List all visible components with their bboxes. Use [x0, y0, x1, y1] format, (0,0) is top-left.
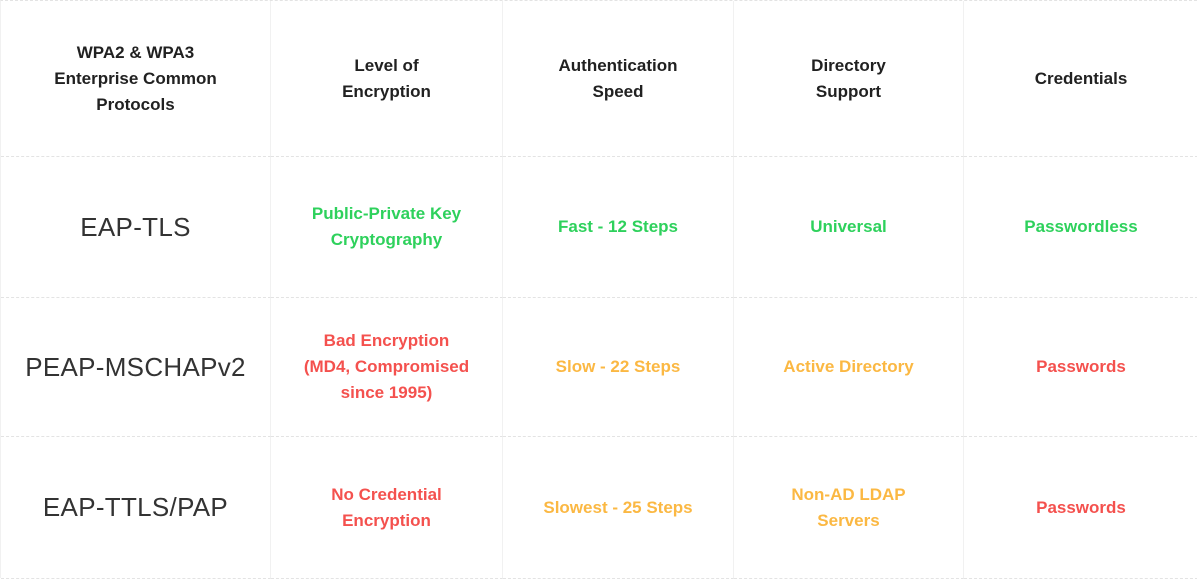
encryption-cell-eap-ttls-pap: No Credential Encryption [271, 437, 503, 579]
directory-cell-eap-ttls-pap: Non-AD LDAP Servers [734, 437, 964, 579]
protocol-name-peap-mschapv2: PEAP-MSCHAPv2 [1, 298, 271, 437]
speed-cell-peap-mschapv2: Slow - 22 Steps [503, 298, 734, 437]
header-auth-speed: Authentication Speed [503, 1, 734, 157]
encryption-cell-eap-tls: Public-Private Key Cryptography [271, 157, 503, 298]
protocol-name-eap-ttls-pap: EAP-TTLS/PAP [1, 437, 271, 579]
protocol-name-eap-tls: EAP-TLS [1, 157, 271, 298]
header-protocols: WPA2 & WPA3 Enterprise Common Protocols [1, 1, 271, 157]
speed-cell-eap-tls: Fast - 12 Steps [503, 157, 734, 298]
encryption-cell-peap-mschapv2: Bad Encryption (MD4, Compromised since 1… [271, 298, 503, 437]
directory-cell-peap-mschapv2: Active Directory [734, 298, 964, 437]
credentials-cell-eap-tls: Passwordless [964, 157, 1197, 298]
credentials-cell-peap-mschapv2: Passwords [964, 298, 1197, 437]
directory-cell-eap-tls: Universal [734, 157, 964, 298]
header-credentials: Credentials [964, 1, 1197, 157]
header-encryption-level: Level of Encryption [271, 1, 503, 157]
speed-cell-eap-ttls-pap: Slowest - 25 Steps [503, 437, 734, 579]
credentials-cell-eap-ttls-pap: Passwords [964, 437, 1197, 579]
header-directory-support: Directory Support [734, 1, 964, 157]
